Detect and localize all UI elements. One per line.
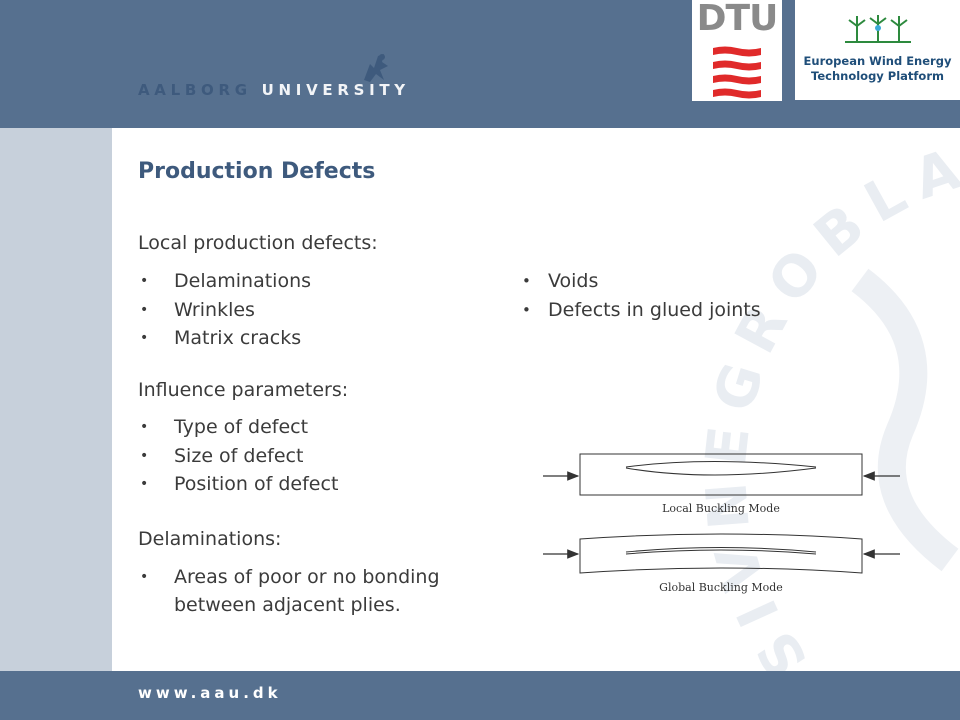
dtu-logo-text: DTU xyxy=(696,0,779,39)
website-url[interactable]: www.aau.dk xyxy=(138,684,282,702)
bullet-icon: • xyxy=(522,300,531,319)
wind-turbine-people-icon xyxy=(845,15,911,43)
bullet-icon: • xyxy=(140,569,149,585)
list-item: •Size of defect xyxy=(138,442,338,471)
dtu-stripes-icon xyxy=(713,46,761,99)
buckling-modes-figure: Local Buckling Mode Global Buckling Mode xyxy=(543,453,900,594)
platform-name-line1: European Wind Energy xyxy=(803,54,952,68)
bullet-icon: • xyxy=(140,330,149,347)
list-item: •Position of defect xyxy=(138,470,338,499)
dtu-logo: DTU xyxy=(692,0,782,101)
list-item: •Wrinkles xyxy=(138,296,311,325)
aalborg-university-logo: AALBORG UNIVERSITY xyxy=(138,50,413,102)
footer-bar xyxy=(0,671,960,720)
list-item: •Defects in glued joints xyxy=(522,296,761,325)
local-defects-right-list: •Voids •Defects in glued joints xyxy=(522,267,761,324)
bullet-icon: • xyxy=(522,272,531,290)
list-item: •Type of defect xyxy=(138,413,338,442)
wind-energy-platform-logo: European Wind Energy Technology Platform xyxy=(795,0,960,100)
bullet-icon: • xyxy=(140,419,149,435)
slide-title: Production Defects xyxy=(138,159,376,184)
local-buckling-diagram xyxy=(543,453,900,496)
delaminations-list: •Areas of poor or no bonding between adj… xyxy=(138,563,474,619)
influence-heading: Influence parameters: xyxy=(138,379,349,401)
aau-word-aalborg: AALBORG xyxy=(138,81,252,99)
local-defects-left-list: •Delaminations •Wrinkles •Matrix cracks xyxy=(138,267,311,353)
list-item: •Voids xyxy=(522,267,761,296)
delaminations-heading: Delaminations: xyxy=(138,528,282,550)
platform-name-line2: Technology Platform xyxy=(811,69,944,83)
list-item: •Delaminations xyxy=(138,267,311,296)
local-defects-heading: Local production defects: xyxy=(138,232,378,254)
bullet-icon: • xyxy=(140,273,149,289)
aau-word-university: UNIVERSITY xyxy=(261,81,410,99)
left-band xyxy=(0,128,112,671)
bullet-icon: • xyxy=(140,447,149,464)
aau-mark-icon xyxy=(364,54,388,82)
influence-list: •Type of defect •Size of defect •Positio… xyxy=(138,413,338,499)
global-buckling-caption: Global Buckling Mode xyxy=(659,581,783,594)
list-item: •Areas of poor or no bonding between adj… xyxy=(138,563,474,619)
local-buckling-caption: Local Buckling Mode xyxy=(662,502,780,515)
bullet-icon: • xyxy=(140,301,149,318)
list-item: •Matrix cracks xyxy=(138,324,311,353)
bullet-icon: • xyxy=(140,476,149,493)
global-buckling-diagram xyxy=(543,533,900,574)
